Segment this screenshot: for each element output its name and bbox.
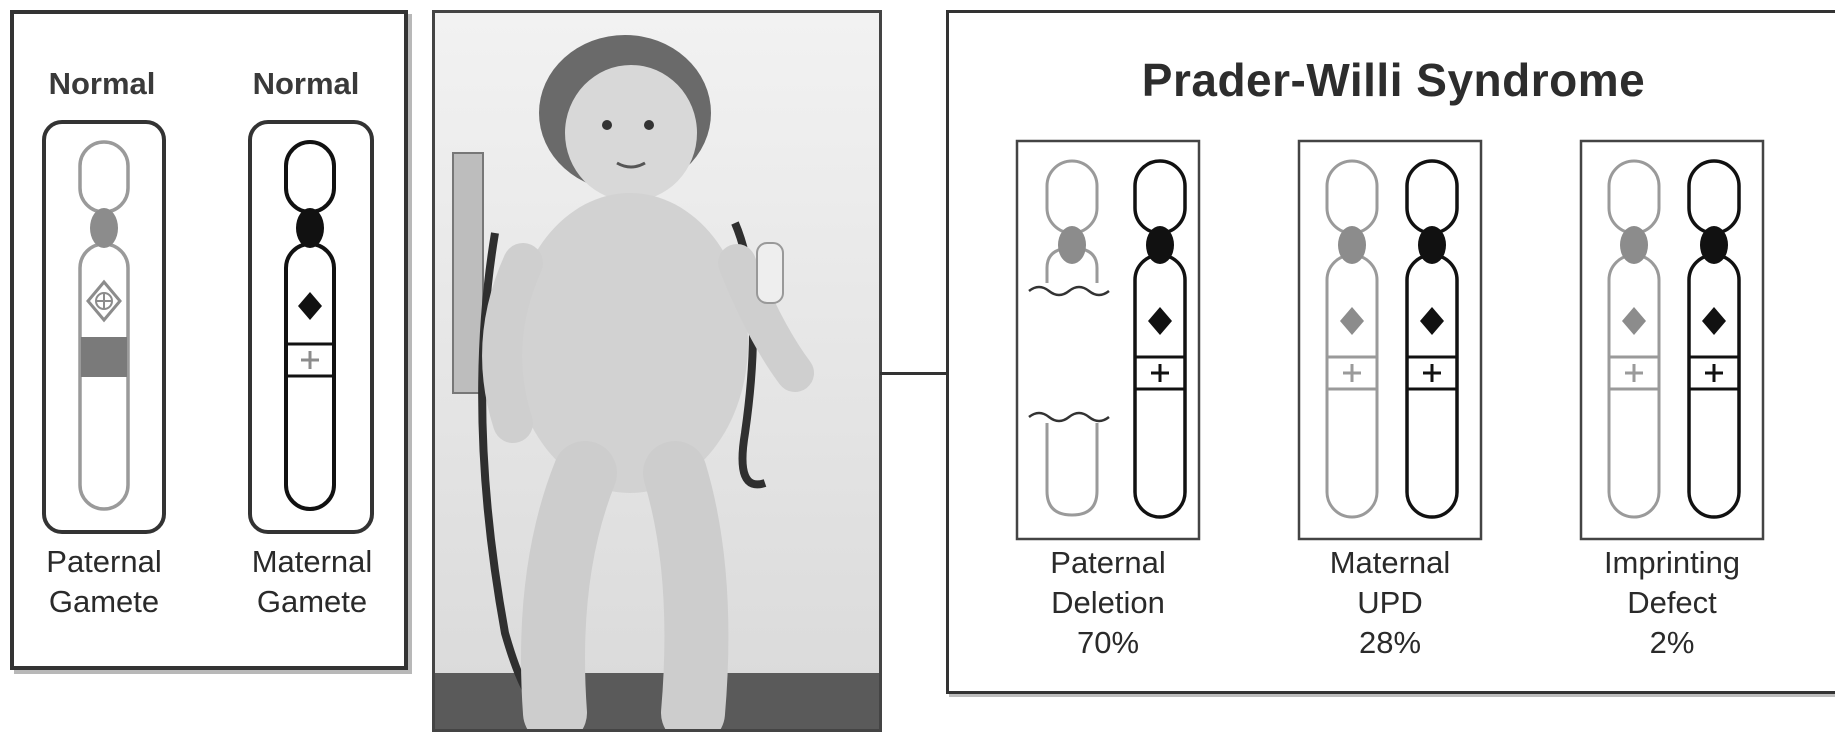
upd-percent: 28% — [1290, 623, 1490, 663]
imprinting-light-chromosome — [1609, 161, 1659, 517]
maternal-caption-line2: Gamete — [232, 582, 392, 622]
case-caption-imprinting: Imprinting Defect 2% — [1572, 543, 1772, 663]
paternal-centromere — [90, 208, 118, 248]
upd-line1: Maternal — [1290, 543, 1490, 583]
upd-line2: UPD — [1290, 583, 1490, 623]
paternal-gamete-caption: Paternal Gamete — [24, 542, 184, 622]
imprinting-line2: Defect — [1572, 583, 1772, 623]
prader-willi-panel: Prader-Willi Syndrome — [946, 10, 1835, 694]
deletion-maternal-chromosome — [1135, 161, 1185, 517]
paternal-chromosome — [80, 142, 128, 509]
connector-line — [880, 372, 947, 375]
paternal-gray-band — [81, 337, 127, 377]
deletion-percent: 70% — [1008, 623, 1208, 663]
deletion-break-bottom — [1029, 413, 1109, 421]
floor — [435, 673, 882, 732]
imprinting-dark-chromosome — [1689, 161, 1739, 517]
imprinting-percent: 2% — [1572, 623, 1772, 663]
upd-dark-chromosome — [1407, 161, 1457, 517]
case-caption-upd: Maternal UPD 28% — [1290, 543, 1490, 663]
imprinting-line1: Imprinting — [1572, 543, 1772, 583]
normal-gametes-panel: Normal Normal — [10, 10, 408, 670]
child-photo — [432, 10, 882, 732]
case-caption-deletion: Paternal Deletion 70% — [1008, 543, 1208, 663]
deletion-break-top — [1029, 287, 1109, 295]
upd-light-chromosome — [1327, 161, 1377, 517]
maternal-centromere — [296, 208, 324, 248]
maternal-caption-line1: Maternal — [232, 542, 392, 582]
maternal-chromosome — [286, 142, 334, 509]
maternal-gamete-caption: Maternal Gamete — [232, 542, 392, 622]
deletion-line1: Paternal — [1008, 543, 1208, 583]
paternal-caption-line2: Gamete — [24, 582, 184, 622]
child-photo-illustration — [435, 13, 882, 732]
deletion-paternal-chromosome — [1047, 161, 1097, 515]
paternal-caption-line1: Paternal — [24, 542, 184, 582]
deletion-line2: Deletion — [1008, 583, 1208, 623]
